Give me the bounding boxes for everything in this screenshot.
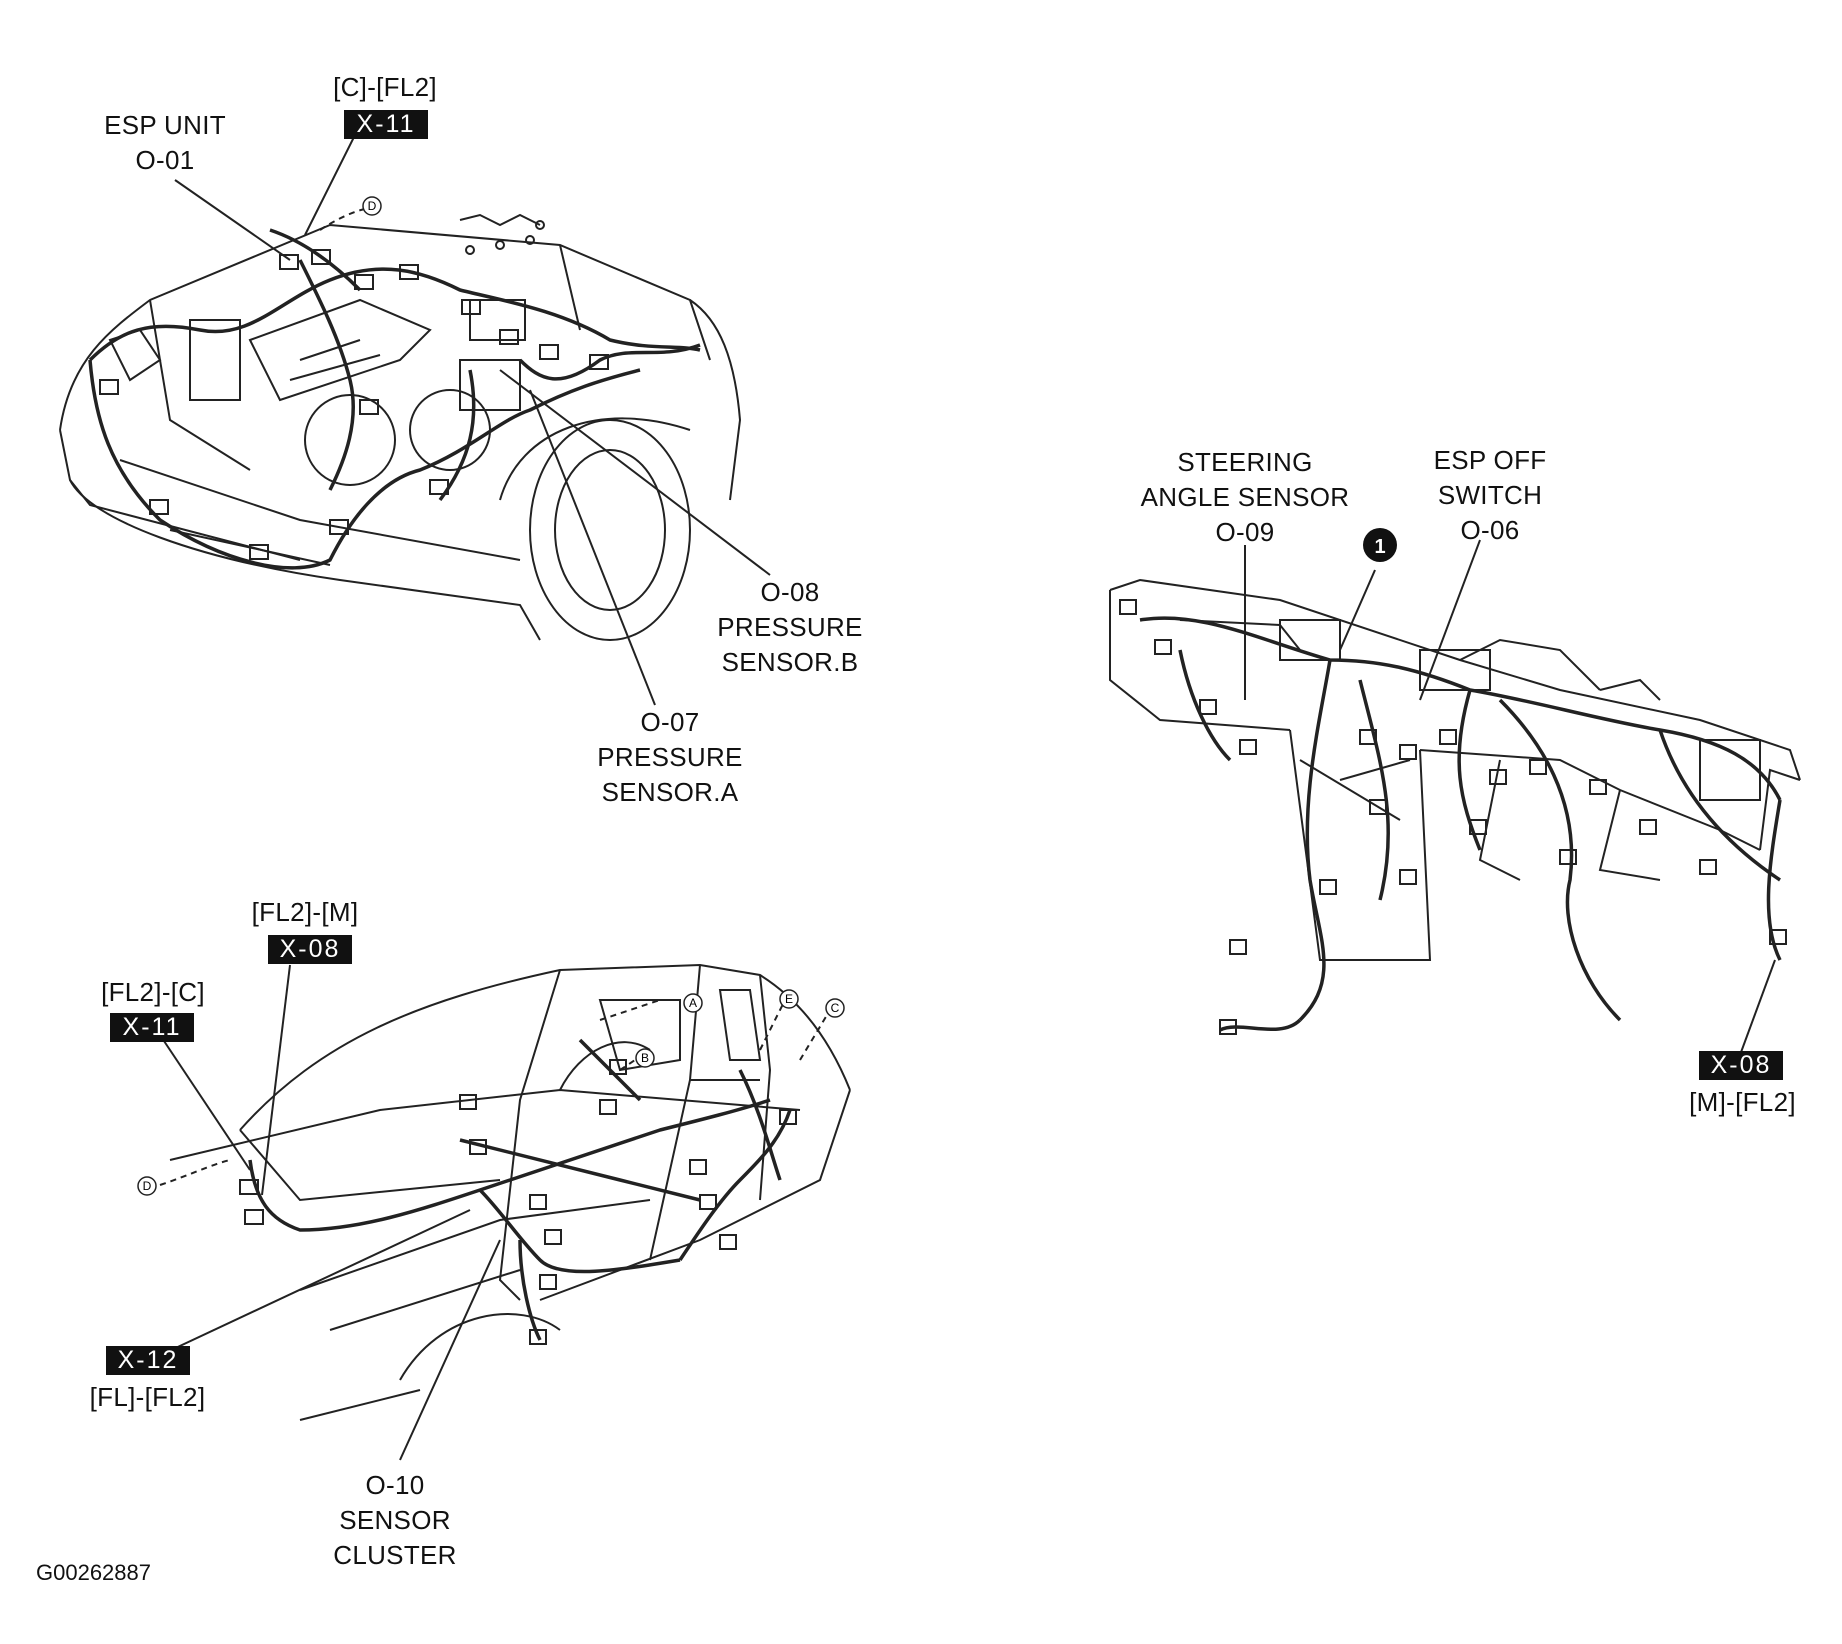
- svg-text:E: E: [785, 992, 793, 1006]
- dashboard-leader-lines: [1244, 539, 1776, 1056]
- label-sensor-cluster: O-10 SENSOR CLUSTER: [333, 1470, 457, 1570]
- engine-connectors: [99, 213, 609, 560]
- svg-text:1: 1: [1374, 536, 1385, 558]
- label-m-fl2: [M]-[FL2]: [1689, 1087, 1796, 1117]
- marker-d-top: D: [362, 196, 382, 216]
- tag-x08-bottom: X-08: [268, 935, 352, 964]
- label-pressure-sensor-a: O-07 PRESSURE SENSOR.A: [597, 707, 743, 807]
- svg-text:C: C: [831, 1001, 840, 1015]
- marker-d-bottom: D: [137, 1176, 157, 1196]
- figure-id: G00262887: [36, 1560, 151, 1585]
- engine-leader-lines: [174, 124, 771, 706]
- dashboard-harness: [1139, 616, 1782, 1032]
- tag-x11-bottom: X-11: [110, 1013, 194, 1042]
- tag-x08-right: X-08: [1699, 1051, 1783, 1080]
- svg-text:B: B: [641, 1051, 649, 1065]
- marker-one: 1: [1363, 528, 1397, 562]
- engine-harness: [88, 228, 701, 570]
- marker-c: C: [825, 998, 845, 1018]
- label-esp-unit: ESP UNIT O-01: [104, 110, 226, 175]
- label-esp-off-switch: ESP OFF SWITCH O-06: [1433, 445, 1547, 545]
- marker-b: B: [635, 1048, 655, 1068]
- svg-text:D: D: [368, 199, 377, 213]
- body-connectors: [239, 1059, 797, 1345]
- svg-text:D: D: [143, 1179, 152, 1193]
- marker-a: A: [683, 993, 703, 1013]
- dashboard-drawing: [1109, 578, 1801, 961]
- label-fl2-c: [FL2]-[C]: [101, 977, 205, 1007]
- dashboard-connectors: [1119, 599, 1787, 1035]
- tag-x11-top: X-11: [344, 110, 428, 139]
- engine-bay-drawing: [59, 223, 742, 641]
- label-pressure-sensor-b: O-08 PRESSURE SENSOR.B: [717, 577, 863, 677]
- body-leader-lines: [149, 964, 831, 1461]
- svg-text:A: A: [689, 996, 697, 1010]
- label-fl-fl2: [FL]-[FL2]: [89, 1382, 206, 1412]
- body-drawing: [169, 963, 851, 1421]
- label-steering-angle-sensor: STEERING ANGLE SENSOR O-09: [1140, 447, 1350, 547]
- label-fl2-m: [FL2]-[M]: [251, 897, 359, 927]
- body-harness: [248, 1038, 792, 1341]
- label-c-fl2: [C]-[FL2]: [333, 72, 437, 102]
- tag-x12: X-12: [106, 1346, 190, 1375]
- marker-e: E: [779, 989, 799, 1009]
